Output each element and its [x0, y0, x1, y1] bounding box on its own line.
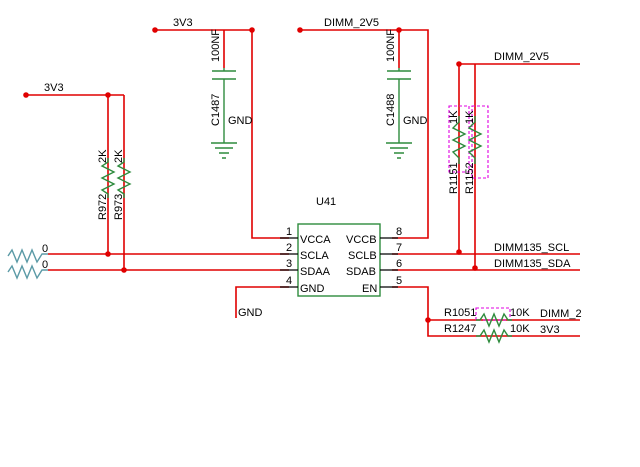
net-label-dimm-en: DIMM_2: [540, 308, 582, 320]
junction-dot: [105, 92, 111, 98]
junction-dot: [23, 92, 29, 98]
net-label-sda: DIMM135_SDA: [494, 258, 571, 270]
cap-value-c1487: 100NF: [210, 29, 222, 62]
junction-dot: [297, 27, 303, 33]
gnd-label-c1488: GND: [403, 115, 428, 127]
highlight-box: [475, 307, 511, 321]
pin-num-6: 6: [396, 258, 402, 270]
left-resistor-sda[interactable]: [7, 264, 48, 280]
gnd-label-c1487: GND: [228, 115, 253, 127]
highlight-box: [448, 105, 470, 173]
pin-name-gnd: GND: [300, 283, 325, 295]
pin-num-4: 4: [286, 275, 292, 287]
pin-num-2: 2: [286, 242, 292, 254]
gnd-label-u41: GND: [238, 307, 263, 319]
net-label-3v3-top: 3V3: [173, 17, 193, 29]
pin-num-3: 3: [286, 258, 292, 270]
pin-num-8: 8: [396, 226, 402, 238]
pin-name-sdaa: SDAA: [300, 266, 331, 278]
net-label-3v3-left: 3V3: [44, 82, 64, 94]
junction-dot: [472, 265, 478, 271]
res-value-r1051: 10K: [510, 307, 530, 319]
left-res-value-scl: 0: [42, 243, 48, 255]
res-value-r973: 2K: [113, 149, 125, 163]
pin-num-1: 1: [286, 226, 292, 238]
res-value-r1151: 1K: [448, 110, 460, 124]
pin-name-sclb: SCLB: [348, 250, 377, 262]
junction-dot: [105, 251, 111, 257]
resistor-r1151[interactable]: [448, 105, 470, 173]
pin-num-5: 5: [396, 275, 402, 287]
cap-value-c1488: 100NF: [385, 29, 397, 62]
net-label-dimm-2v5-right: DIMM_2V5: [494, 51, 549, 63]
net-label-scl: DIMM135_SCL: [494, 242, 569, 254]
junction-dot: [396, 27, 402, 33]
pin-name-vccb: VCCB: [346, 234, 377, 246]
res-ref-r1247: R1247: [444, 323, 476, 335]
ic-u41[interactable]: [280, 223, 398, 297]
pin-name-sdab: SDAB: [346, 266, 376, 278]
resistor-r972[interactable]: [100, 158, 116, 198]
junction-dots: [23, 27, 478, 323]
res-ref-r972: R972: [97, 194, 109, 220]
res-value-r1247: 10K: [510, 323, 530, 335]
junction-dot: [456, 249, 462, 255]
junction-dot: [152, 27, 158, 33]
junction-dot: [456, 61, 462, 67]
cap-ref-c1487: C1487: [210, 94, 222, 126]
ic-body: [297, 223, 381, 297]
pin-name-en: EN: [362, 283, 377, 295]
left-resistor-scl[interactable]: [7, 248, 48, 264]
pin-num-7: 7: [396, 242, 402, 254]
resistor-r1051[interactable]: [475, 307, 512, 328]
res-value-r1152: 1K: [464, 110, 476, 124]
resistor-r973[interactable]: [116, 158, 132, 198]
res-ref-r1051: R1051: [444, 307, 476, 319]
net-label-dimm-2v5-top: DIMM_2V5: [324, 17, 379, 29]
junction-dot: [425, 317, 431, 323]
left-res-value-sda: 0: [42, 259, 48, 271]
res-ref-r1152: R1152: [464, 162, 476, 194]
junction-dot: [121, 267, 127, 273]
junction-dot: [249, 27, 255, 33]
capacitor-c1487[interactable]: [211, 68, 237, 159]
net-label-3v3-en: 3V3: [540, 324, 560, 336]
ic-ref: U41: [316, 196, 336, 208]
resistor-r1247[interactable]: [476, 328, 512, 344]
capacitor-c1488[interactable]: [386, 68, 412, 159]
res-ref-r973: R973: [113, 194, 125, 220]
labels: 3V3 DIMM_2V5 DIMM_2V5 3V3 GND GND GND DI…: [42, 17, 582, 336]
pin-name-vcca: VCCA: [300, 234, 331, 246]
res-value-r972: 2K: [97, 149, 109, 163]
cap-ref-c1488: C1488: [385, 94, 397, 126]
resistor-r1152[interactable]: [467, 105, 489, 179]
pin-name-scla: SCLA: [300, 250, 329, 262]
res-ref-r1151: R1151: [448, 162, 460, 194]
